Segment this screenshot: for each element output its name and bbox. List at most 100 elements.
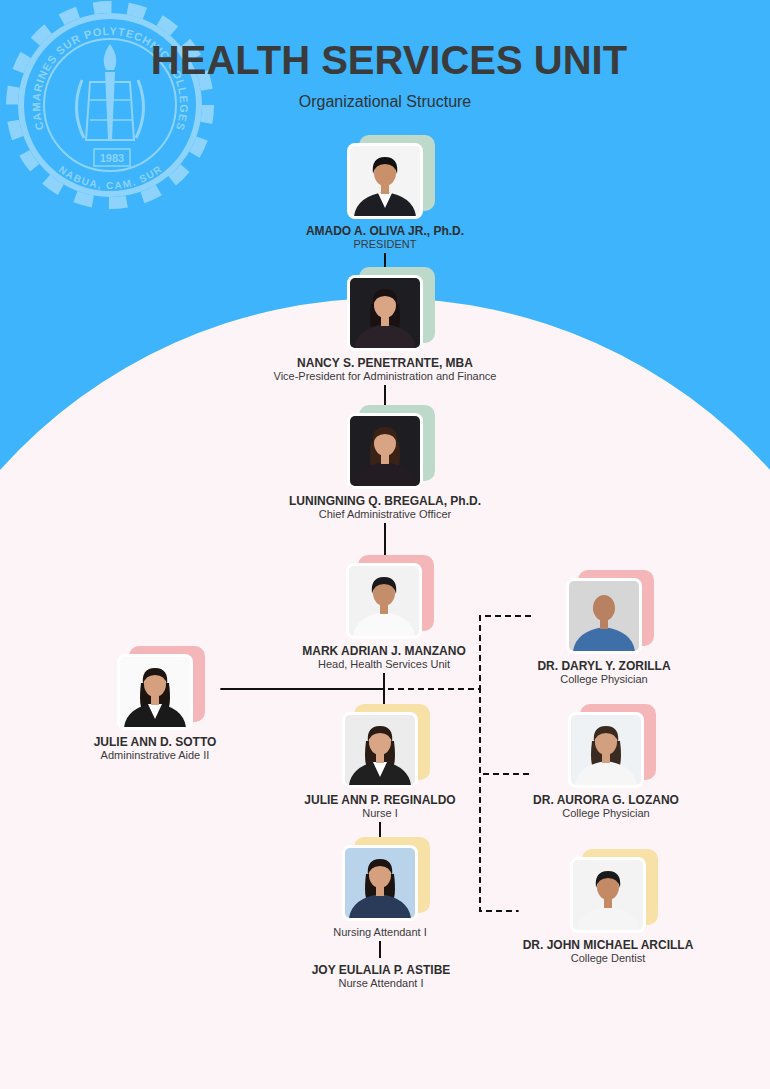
- chart-title: HEALTH SERVICES UNIT: [4, 38, 770, 82]
- position-title: College Dentist: [571, 952, 646, 965]
- hair: [143, 668, 168, 685]
- photo-card: [347, 413, 423, 489]
- portrait: [345, 715, 415, 785]
- hair: [368, 859, 393, 876]
- photo-frame: [342, 837, 418, 921]
- shoulders: [577, 906, 639, 930]
- subtitle: Organizational Structure: [0, 92, 770, 112]
- person-name: JULIE ANN P. REGINALDO: [304, 793, 455, 807]
- torch: [105, 72, 115, 140]
- torch-flame: [104, 44, 117, 70]
- collar: [373, 762, 387, 777]
- person-card: JULIE ANN P. REGINALDONurse I: [300, 704, 459, 822]
- hair: [368, 726, 393, 743]
- photo-card: [342, 845, 418, 921]
- photo: [120, 657, 190, 727]
- portrait-bg: [350, 416, 420, 486]
- photo: [569, 581, 639, 651]
- portrait: [350, 278, 420, 348]
- person-card: AMADO A. OLIVA JR., Ph.D.PRESIDENT: [302, 135, 468, 253]
- portrait: [345, 848, 415, 918]
- portrait: [569, 581, 639, 651]
- person-name: DR. DARYL Y. ZORILLA: [537, 659, 670, 673]
- person-name: LUNINGNING Q. BREGALA, Ph.D.: [289, 494, 481, 508]
- shoulders: [349, 894, 411, 918]
- position-title: Head, Health Services Unit: [318, 658, 450, 671]
- photo-card: [117, 654, 193, 730]
- portrait: [120, 657, 190, 727]
- person-card: JOY EULALIA P. ASTIBENurse Attendant I: [308, 958, 455, 992]
- photo-card: [347, 275, 423, 351]
- person-name: NANCY S. PENETRANTE, MBA: [297, 356, 473, 370]
- reporting-line: [384, 253, 386, 267]
- photo: [350, 278, 420, 348]
- watermark-text: NABUA, CAM. SUR: [57, 163, 164, 191]
- reporting-line: [384, 523, 386, 555]
- photo: [350, 146, 420, 216]
- position-title: PRESIDENT: [354, 238, 417, 251]
- photo: [350, 416, 420, 486]
- shoulders: [353, 612, 415, 636]
- photo-frame: [570, 849, 646, 933]
- photo-card: [566, 578, 642, 654]
- person-card: DR. JOHN MICHAEL ARCILLACollege Dentist: [519, 849, 698, 967]
- portrait: [350, 146, 420, 216]
- hair: [596, 871, 621, 888]
- position-title: College Physician: [560, 673, 647, 686]
- shoulders: [124, 703, 186, 727]
- collar: [378, 193, 392, 208]
- person-card: MARK ADRIAN J. MANZANOHead, Health Servi…: [298, 555, 470, 673]
- position-title: Nurse Attendant I: [338, 977, 423, 990]
- reporting-line: [379, 941, 381, 958]
- position-title: Chief Administrative Officer: [319, 508, 451, 521]
- year-box: [94, 149, 130, 166]
- reporting-line: [379, 822, 381, 837]
- shoulders: [349, 761, 411, 785]
- person-name: DR. AURORA G. LOZANO: [533, 793, 679, 807]
- person-card: LUNINGNING Q. BREGALA, Ph.D.Chief Admini…: [285, 405, 485, 523]
- position-title: Vice-President for Administration and Fi…: [274, 370, 497, 383]
- person-name: JOY EULALIA P. ASTIBE: [312, 963, 451, 977]
- portrait: [571, 715, 641, 785]
- photo-frame: [342, 704, 418, 788]
- person-card: DR. AURORA G. LOZANOCollege Physician: [529, 704, 683, 822]
- portrait-bg: [350, 278, 420, 348]
- hair: [373, 427, 398, 444]
- head: [593, 595, 615, 621]
- person-name: AMADO A. OLIVA JR., Ph.D.: [306, 224, 464, 238]
- photo-frame: [347, 135, 423, 219]
- person-name: DR. JOHN MICHAEL ARCILLA: [523, 938, 694, 952]
- person-card: DR. DARYL Y. ZORILLACollege Physician: [533, 570, 674, 688]
- portrait-bg: [571, 715, 641, 785]
- portrait-bg: [345, 715, 415, 785]
- photo: [345, 848, 415, 918]
- portrait-bg: [573, 860, 643, 930]
- shoulders: [354, 324, 416, 348]
- photo-frame: [346, 555, 422, 639]
- photo-frame: [568, 704, 644, 788]
- portrait-bg: [349, 566, 419, 636]
- photo-frame: [117, 646, 193, 730]
- shoulders: [354, 462, 416, 486]
- photo-card: [570, 857, 646, 933]
- photo: [345, 715, 415, 785]
- reporting-line: [220, 673, 384, 689]
- person-card: Nursing Attendant I: [329, 837, 431, 941]
- position-title: Admininstrative Aide II: [101, 749, 210, 762]
- hair: [372, 577, 397, 594]
- person-name: JULIE ANN D. SOTTO: [94, 735, 217, 749]
- photo-card: [342, 712, 418, 788]
- person-name: MARK ADRIAN J. MANZANO: [302, 644, 466, 658]
- shoulders: [354, 192, 416, 216]
- portrait: [573, 860, 643, 930]
- person-card: NANCY S. PENETRANTE, MBAVice-President f…: [270, 267, 501, 385]
- photo-card: [347, 143, 423, 219]
- shoulders: [573, 627, 635, 651]
- collar: [148, 704, 162, 719]
- position-title: Nurse I: [362, 807, 397, 820]
- portrait: [350, 416, 420, 486]
- watermark-text: 1983: [100, 152, 124, 164]
- shoulders: [575, 761, 637, 785]
- photo: [571, 715, 641, 785]
- position-title: Nursing Attendant I: [333, 926, 427, 939]
